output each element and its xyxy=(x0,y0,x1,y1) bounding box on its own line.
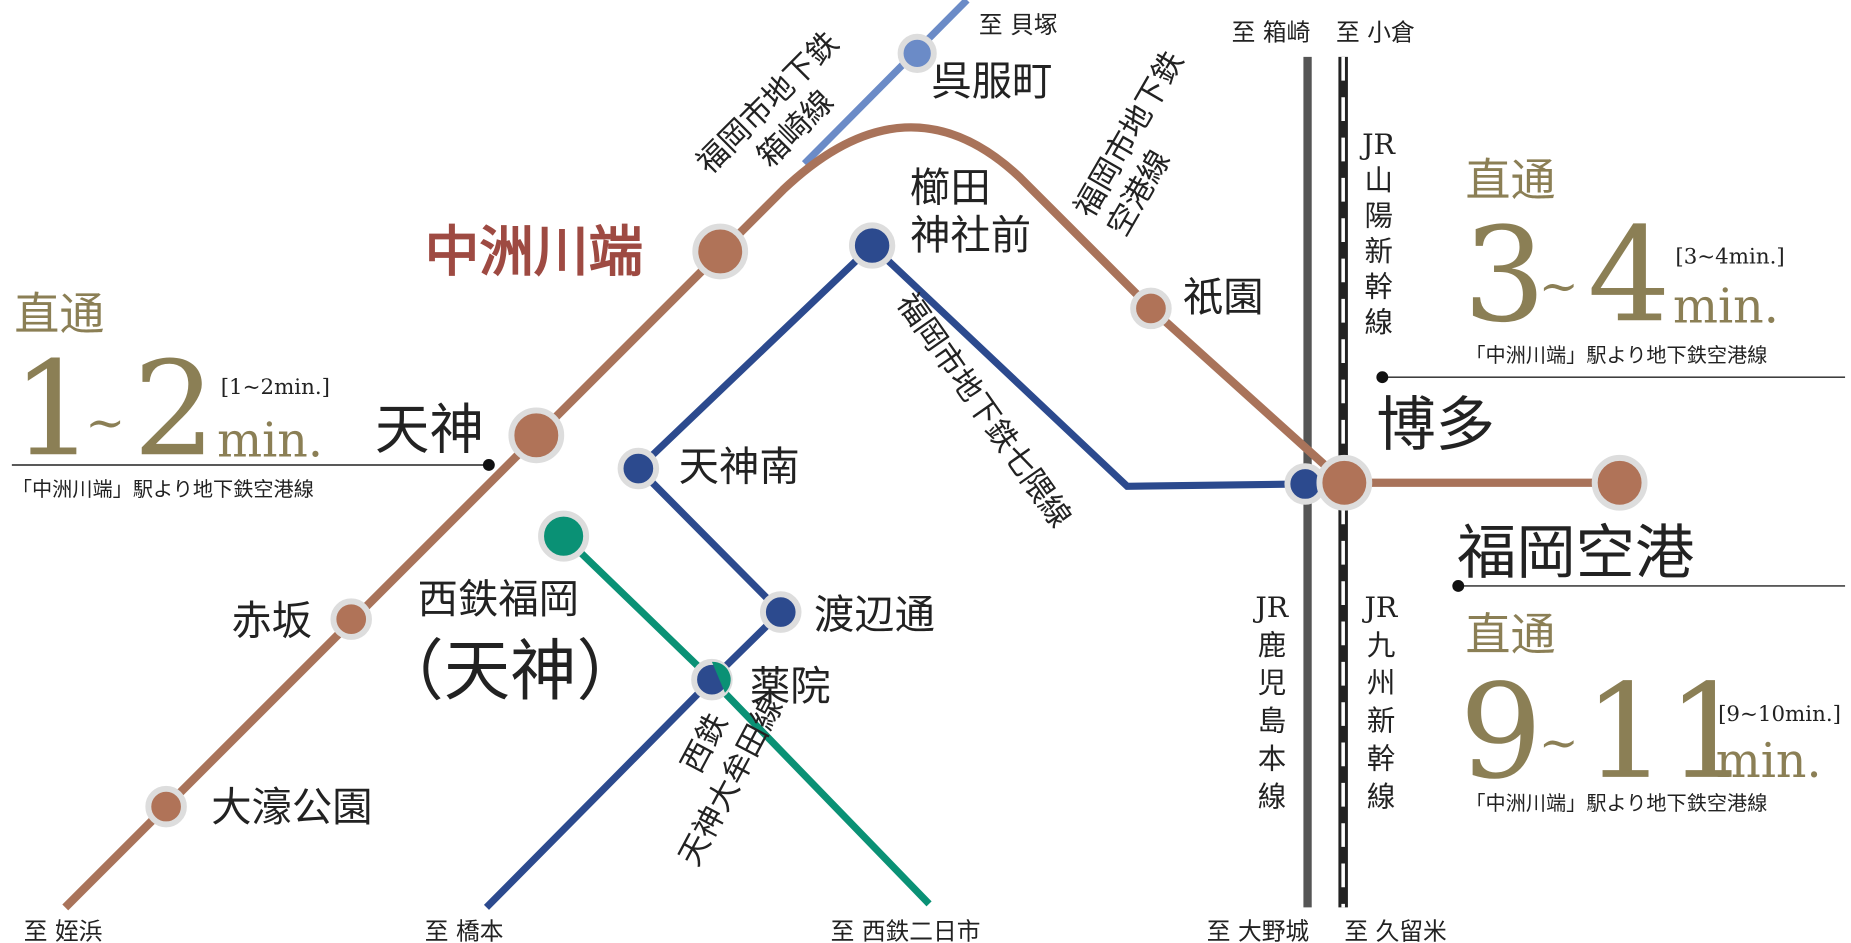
label-akasaka: 赤坂 xyxy=(231,598,312,645)
label-gion: 祇園 xyxy=(1183,274,1264,321)
label-nakasu: 中洲川端 xyxy=(425,219,643,283)
svg-text:直通: 直通 xyxy=(14,288,104,341)
svg-text:線: 線 xyxy=(1365,306,1393,339)
svg-text:~: ~ xyxy=(1539,259,1579,314)
label-jr-sanyo: JR 山 陽 新 幹 線 xyxy=(1359,128,1396,339)
station-gion[interactable] xyxy=(1130,287,1172,330)
svg-text:[3~4min.]: [3~4min.] xyxy=(1675,244,1784,269)
label-yakuin: 薬院 xyxy=(750,663,831,710)
label-nishitetsu-2: （天神） xyxy=(377,632,643,710)
svg-text:「中洲川端」駅より地下鉄空港線: 「中洲川端」駅より地下鉄空港線 xyxy=(1465,343,1767,367)
kuko-line xyxy=(62,123,1620,911)
station-tenjin[interactable] xyxy=(508,407,565,464)
svg-text:~: ~ xyxy=(85,396,125,451)
label-ohori: 大濠公園 xyxy=(211,784,372,831)
svg-text:JR: JR xyxy=(1362,591,1399,624)
station-hakata[interactable] xyxy=(1316,454,1373,511)
label-nishitetsu-line-2: 天神大牟田線 xyxy=(672,692,791,872)
label-gofukumachi: 呉服町 xyxy=(931,58,1052,105)
svg-text:本: 本 xyxy=(1258,743,1286,776)
svg-text:2: 2 xyxy=(133,333,216,485)
label-tenjin: 天神 xyxy=(375,397,484,461)
station-airport[interactable] xyxy=(1591,454,1648,511)
svg-text:児: 児 xyxy=(1258,667,1286,700)
svg-text:線: 線 xyxy=(1367,781,1395,814)
svg-text:陽: 陽 xyxy=(1365,199,1393,232)
label-watanabe: 渡辺通 xyxy=(814,592,935,639)
label-hakata: 博多 xyxy=(1376,390,1495,459)
dest-onojo: 至 大野城 xyxy=(1207,917,1309,943)
time-callout-tenjin: 直通 1 ~ 2 [1~2min.] min. 「中洲川端」駅より地下鉄空港線 xyxy=(11,288,495,501)
dest-hashimoto: 至 橋本 xyxy=(425,917,504,943)
label-nishitetsu-1: 西鉄福岡 xyxy=(418,576,579,623)
svg-text:[1~2min.]: [1~2min.] xyxy=(221,375,330,400)
station-gofukumachi[interactable] xyxy=(897,33,937,73)
svg-text:直通: 直通 xyxy=(1465,154,1555,207)
dest-futsukaichi: 至 西鉄二日市 xyxy=(831,917,981,943)
label-tenjin-minami: 天神南 xyxy=(679,443,800,490)
svg-text:鹿: 鹿 xyxy=(1258,629,1286,662)
svg-text:線: 線 xyxy=(1258,781,1286,814)
hakozaki-line xyxy=(801,0,970,167)
svg-text:「中洲川端」駅より地下鉄空港線: 「中洲川端」駅より地下鉄空港線 xyxy=(1465,791,1767,815)
station-ohori[interactable] xyxy=(145,785,187,828)
label-airport: 福岡空港 xyxy=(1457,518,1694,587)
dest-hakozaki: 至 箱崎 xyxy=(1232,18,1311,46)
dest-kurume: 至 久留米 xyxy=(1344,917,1446,943)
svg-text:min.: min. xyxy=(1673,280,1779,335)
svg-text:min.: min. xyxy=(1716,734,1822,789)
label-kushida-2: 神社前 xyxy=(910,212,1031,259)
svg-text:幹: 幹 xyxy=(1365,271,1393,304)
svg-text:3: 3 xyxy=(1463,199,1546,351)
label-jr-kyushu: JR 九 州 新 幹 線 xyxy=(1362,591,1399,814)
dest-kaizuka: 至 貝塚 xyxy=(979,11,1058,39)
svg-text:JR: JR xyxy=(1359,128,1396,161)
time-callout-airport: 直通 9 ~ 11 [9~10min.] min. 「中洲川端」駅より地下鉄空港… xyxy=(1452,580,1846,815)
svg-text:min.: min. xyxy=(217,414,323,469)
station-kushida[interactable] xyxy=(848,222,896,269)
svg-text:[9~10min.]: [9~10min.] xyxy=(1718,702,1841,727)
station-akasaka[interactable] xyxy=(330,598,372,640)
label-kushida-1: 櫛田 xyxy=(910,165,991,212)
station-tenjin-minami[interactable] xyxy=(617,447,660,490)
svg-text:新: 新 xyxy=(1367,705,1395,738)
svg-text:新: 新 xyxy=(1365,235,1393,268)
svg-text:4: 4 xyxy=(1588,199,1671,351)
station-nakasu[interactable] xyxy=(692,223,749,280)
svg-text:九: 九 xyxy=(1367,629,1395,662)
dest-kokura: 至 小倉 xyxy=(1336,18,1415,46)
svg-text:州: 州 xyxy=(1367,667,1395,700)
svg-text:「中洲川端」駅より地下鉄空港線: 「中洲川端」駅より地下鉄空港線 xyxy=(12,477,314,501)
station-nishitetsu-fukuoka[interactable] xyxy=(538,510,590,562)
svg-text:9: 9 xyxy=(1459,656,1542,808)
svg-text:JR: JR xyxy=(1252,591,1289,624)
svg-text:島: 島 xyxy=(1258,705,1286,738)
svg-text:11: 11 xyxy=(1584,656,1750,808)
label-jr-kagoshima: JR 鹿 児 島 本 線 xyxy=(1252,591,1289,814)
station-watanabe[interactable] xyxy=(759,591,802,633)
svg-text:直通: 直通 xyxy=(1465,608,1555,661)
svg-text:1: 1 xyxy=(12,333,95,485)
dest-meinohama: 至 姪浜 xyxy=(24,917,103,943)
svg-text:~: ~ xyxy=(1539,716,1579,771)
time-callout-hakata: 直通 3 ~ 4 [3~4min.] min. 「中洲川端」駅より地下鉄空港線 xyxy=(1376,154,1846,384)
svg-text:幹: 幹 xyxy=(1367,743,1395,776)
svg-text:山: 山 xyxy=(1365,164,1393,197)
